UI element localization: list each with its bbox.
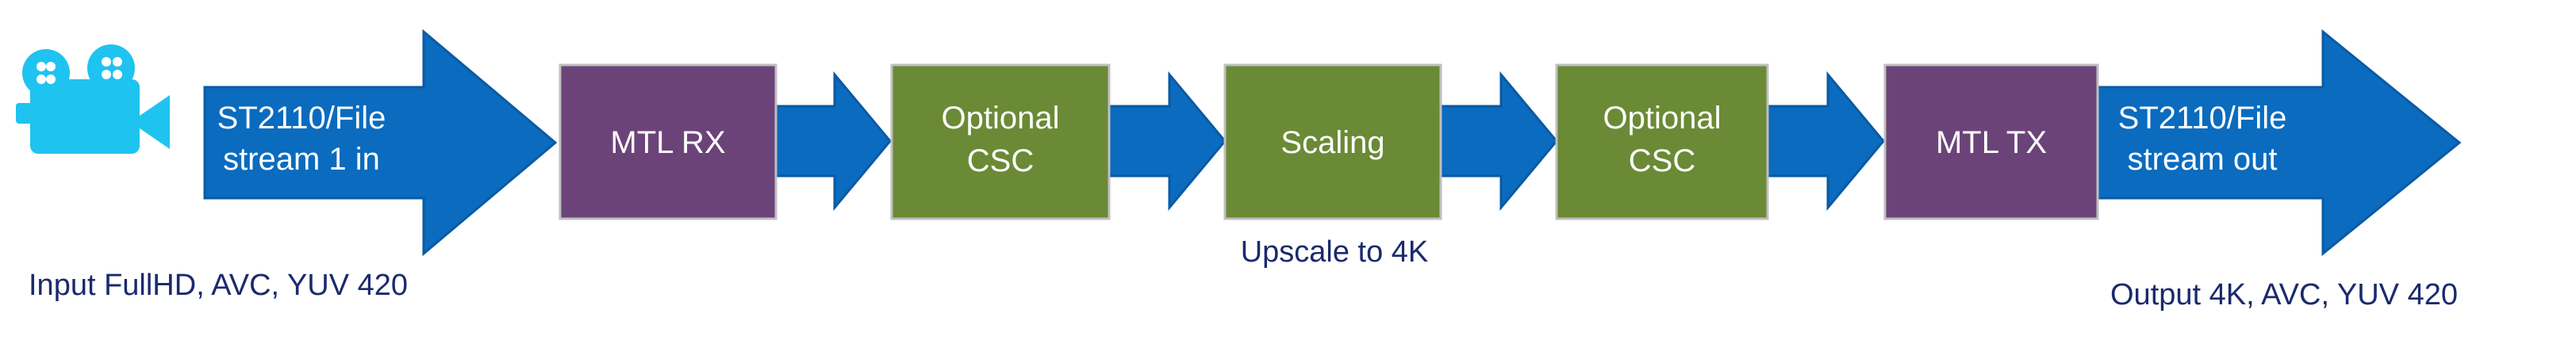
- connector-arrow-2: [1108, 71, 1227, 212]
- input-stream-label-line1: ST2110/File: [217, 101, 386, 136]
- output-stream-arrow: [2096, 29, 2462, 257]
- csc-box-1-label-line2: CSC: [967, 143, 1034, 178]
- output-caption: Output 4K, AVC, YUV 420: [2110, 278, 2458, 311]
- scaling-box: [1223, 63, 1442, 220]
- output-stream-label-line2: stream out: [2128, 142, 2278, 177]
- video-camera-icon: [16, 44, 170, 154]
- mtl-rx-label: MTL RX: [610, 125, 725, 160]
- mtl-tx-box: [1883, 63, 2099, 220]
- mtl-tx-label: MTL TX: [1936, 125, 2047, 160]
- input-stream-label-line2: stream 1 in: [223, 142, 380, 177]
- csc-box-2-label-line2: CSC: [1629, 143, 1695, 178]
- connector-arrow-4: [1766, 71, 1885, 212]
- output-stream-label-line1: ST2110/File: [2118, 101, 2287, 136]
- scaling-label: Scaling: [1280, 125, 1384, 160]
- connector-arrow-3: [1439, 71, 1558, 212]
- csc-box-1: [890, 63, 1111, 220]
- scaling-caption: Upscale to 4K: [1241, 235, 1429, 269]
- input-caption: Input FullHD, AVC, YUV 420: [29, 269, 408, 302]
- connector-arrow-1: [773, 71, 892, 212]
- mtl-rx-box: [559, 63, 777, 220]
- csc-box-2: [1555, 63, 1769, 220]
- csc-box-2-label-line1: Optional: [1603, 101, 1722, 136]
- csc-box-1-label-line1: Optional: [942, 101, 1060, 136]
- input-stream-arrow: [203, 29, 558, 257]
